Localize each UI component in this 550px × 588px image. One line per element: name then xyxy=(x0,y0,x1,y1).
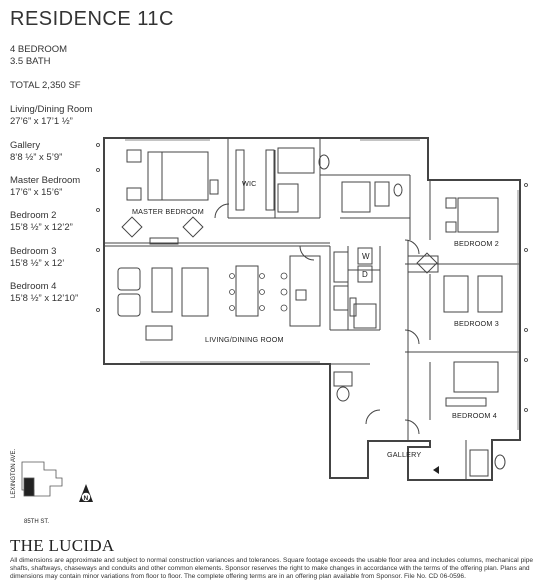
room-dims: 17’6” x 15’6” xyxy=(10,187,63,198)
key-street-label: 85TH ST. xyxy=(24,519,49,525)
label-living-dining: LIVING/DINING ROOM xyxy=(205,335,284,344)
exterior-wall xyxy=(103,137,521,481)
sofa xyxy=(151,267,173,313)
room-spec-bedroom3: Bedroom 3 15’8 ½” x 12’ xyxy=(10,246,64,270)
room-spec-bedroom2: Bedroom 2 15’8 ½” x 12’2” xyxy=(10,210,73,234)
label-washer: W xyxy=(362,252,370,261)
label-bedroom2: BEDROOM 2 xyxy=(454,239,499,248)
bath-count: 3.5 BATH xyxy=(10,56,51,67)
entry-arrow-icon xyxy=(433,466,439,474)
north-label: N xyxy=(84,495,89,502)
bed xyxy=(147,151,209,201)
unit-summary: 4 BEDROOM 3.5 BATH xyxy=(10,44,67,68)
legal-disclaimer: All dimensions are approximate and subje… xyxy=(10,557,534,580)
room-dims: 15’8 ½” x 12’2” xyxy=(10,222,73,233)
room-dims: 15’8 ½” x 12’ xyxy=(10,258,65,269)
room-spec-gallery: Gallery 8’8 ½” x 5’9” xyxy=(10,140,62,164)
dryer-box xyxy=(357,265,373,283)
room-dims: 8’8 ½” x 5’9” xyxy=(10,152,63,163)
room-dims: 15’8 ½” x 12’10” xyxy=(10,293,79,304)
label-bedroom4: BEDROOM 4 xyxy=(452,411,497,420)
label-gallery: GALLERY xyxy=(387,450,421,459)
key-avenue-label: LEXINGTON AVE. xyxy=(11,449,17,498)
room-spec-bedroom4: Bedroom 4 15’8 ½” x 12’10” xyxy=(10,281,78,305)
total-area: TOTAL 2,350 SF xyxy=(10,80,81,91)
label-dryer: D xyxy=(362,270,368,279)
residence-title: RESIDENCE 11C xyxy=(10,8,174,30)
room-spec-living: Living/Dining Room 27’6” x 17’1 ½” xyxy=(10,104,92,128)
room-name: Bedroom 3 xyxy=(10,246,57,257)
label-bedroom3: BEDROOM 3 xyxy=(454,319,499,328)
room-name: Bedroom 2 xyxy=(10,210,57,221)
room-name: Master Bedroom xyxy=(10,175,81,186)
north-arrow-icon: N xyxy=(79,484,93,502)
room-name: Living/Dining Room xyxy=(10,104,93,115)
label-wic: WIC xyxy=(242,179,257,188)
room-spec-master: Master Bedroom 17’6” x 15’6” xyxy=(10,175,80,199)
room-name: Bedroom 4 xyxy=(10,281,57,292)
key-plan xyxy=(21,461,63,497)
label-master-bedroom: MASTER BEDROOM xyxy=(132,207,204,216)
room-name: Gallery xyxy=(10,140,41,151)
room-dims: 27’6” x 17’1 ½” xyxy=(10,116,73,127)
washer-box xyxy=(357,247,373,265)
brand-logo-text: THE LUCIDA xyxy=(10,536,115,555)
bedroom-count: 4 BEDROOM xyxy=(10,44,68,55)
